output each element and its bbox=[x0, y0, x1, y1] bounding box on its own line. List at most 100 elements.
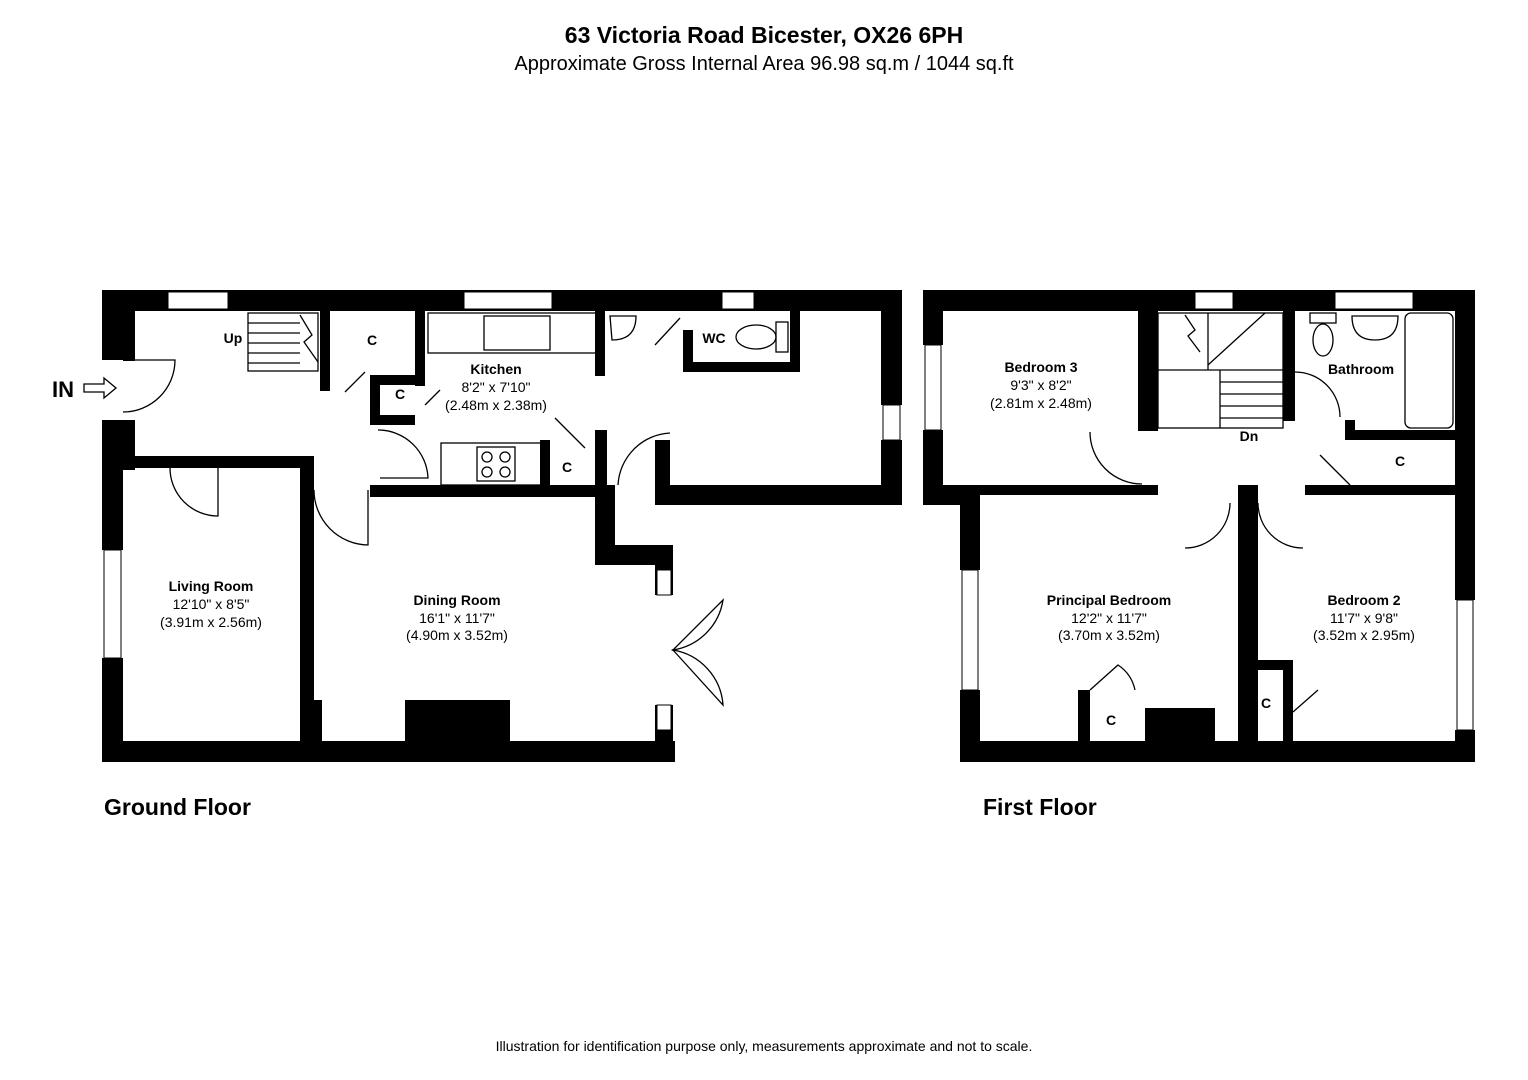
wc-door-swing bbox=[654, 317, 681, 346]
ground-floor-plan: IN Up C C C Kitchen 8'2" x 7'10" (2.48m … bbox=[52, 290, 902, 762]
gf-wall-c2-bottom bbox=[370, 415, 415, 425]
gf-window-rear-2 bbox=[656, 704, 672, 731]
gf-wall-wc-left bbox=[683, 330, 693, 372]
dining-room-metric: (4.90m x 3.52m) bbox=[406, 627, 508, 643]
living-room-metric: (3.91m x 2.56m) bbox=[160, 614, 262, 630]
entrance-arrow-icon bbox=[83, 376, 118, 400]
ff-wall-right-upper bbox=[1455, 290, 1475, 600]
principal-bedroom-name: Principal Bedroom bbox=[1047, 592, 1171, 608]
ff-staircase bbox=[1157, 312, 1284, 429]
cupboard-door-2 bbox=[424, 389, 441, 406]
ff-stairs-label: Dn bbox=[1240, 428, 1259, 444]
front-door-swing bbox=[122, 359, 176, 413]
gf-kitchen-unit bbox=[440, 442, 542, 486]
dining-room-imperial: 16'1" x 11'7" bbox=[419, 610, 495, 626]
bedroom3-metric: (2.81m x 2.48m) bbox=[990, 395, 1092, 411]
gf-window-right bbox=[882, 404, 901, 441]
gf-cupboard-2-label: C bbox=[395, 386, 405, 402]
gf-staircase bbox=[247, 312, 319, 372]
gf-window-3 bbox=[721, 291, 755, 310]
ff-wall-bed3-right bbox=[1138, 311, 1158, 431]
gf-cupboard-1-label: C bbox=[367, 332, 377, 348]
ff-wall-bath-door bbox=[1345, 420, 1355, 440]
bedroom2-name: Bedroom 2 bbox=[1327, 592, 1400, 608]
kitchen-name: Kitchen bbox=[470, 361, 521, 377]
basin-icon bbox=[609, 315, 637, 341]
living-room-name: Living Room bbox=[169, 578, 254, 594]
gf-wall-left-upper bbox=[102, 290, 123, 360]
bedroom2-imperial: 11'7" x 9'8" bbox=[1330, 610, 1398, 626]
gf-wall-cupboard-left bbox=[320, 311, 330, 391]
first-floor-plan: Dn C C C Bedroom 3 9'3" x 8'2" (2.81m x … bbox=[923, 290, 1475, 762]
gf-wall-ext-side bbox=[655, 440, 670, 505]
bedroom3-imperial: 9'3" x 8'2" bbox=[1010, 377, 1071, 393]
ff-cupboard-1-label: C bbox=[1395, 453, 1405, 469]
gf-wall-c2-left bbox=[370, 375, 380, 425]
gf-window-1 bbox=[167, 291, 229, 310]
ff-wall-principal-bed2 bbox=[1238, 485, 1258, 741]
ff-window-left bbox=[924, 344, 942, 431]
ff-cupboard-2-label: C bbox=[1106, 712, 1116, 728]
ff-cupboard-door-1 bbox=[1319, 454, 1351, 486]
dining-room-name: Dining Room bbox=[413, 592, 500, 608]
gf-window-2 bbox=[463, 291, 553, 310]
patio-door-1 bbox=[671, 598, 724, 651]
ff-wall-c1-left bbox=[1078, 690, 1090, 741]
ff-wall-bed3-bottom bbox=[943, 485, 1158, 495]
patio-door-2 bbox=[671, 649, 724, 707]
ff-wall-c2-top bbox=[1250, 660, 1285, 670]
ff-chimney bbox=[1145, 708, 1215, 741]
ff-window-left-2 bbox=[961, 569, 979, 691]
hall-door-swing bbox=[377, 429, 429, 479]
bedroom3-name: Bedroom 3 bbox=[1004, 359, 1077, 375]
rear-door-swing bbox=[617, 432, 671, 486]
ff-wall-right-lower bbox=[1455, 730, 1475, 762]
gf-wall-hall bbox=[123, 311, 135, 361]
principal-door-swing bbox=[1184, 502, 1231, 549]
gf-wall-living-top bbox=[123, 456, 308, 468]
gf-wall-c2-top bbox=[370, 375, 425, 385]
ff-wall-bottom bbox=[960, 741, 1475, 762]
gf-wall-dining-top bbox=[370, 485, 610, 497]
gf-wall-wc-right bbox=[790, 311, 800, 372]
disclaimer-text: Illustration for identification purpose … bbox=[495, 1038, 1033, 1054]
bed3-door-swing bbox=[1089, 431, 1143, 485]
gf-wall-bottom bbox=[102, 741, 675, 762]
ff-cupboard-3-label: C bbox=[1261, 695, 1271, 711]
ground-floor-label: Ground Floor bbox=[104, 794, 251, 820]
gf-window-left bbox=[103, 549, 122, 659]
sink-icon bbox=[483, 315, 551, 351]
gf-wall-left-lower bbox=[102, 658, 123, 762]
kitchen-metric: (2.48m x 2.38m) bbox=[445, 397, 547, 413]
gf-wall-right-upper bbox=[881, 290, 902, 405]
gf-wall-kitchen-side bbox=[595, 430, 607, 485]
wc-label: WC bbox=[702, 330, 725, 346]
principal-bedroom-metric: (3.70m x 3.52m) bbox=[1058, 627, 1160, 643]
gf-wall-pier bbox=[300, 700, 322, 741]
kitchen-imperial: 8'2" x 7'10" bbox=[462, 379, 531, 395]
gf-chimney bbox=[405, 700, 510, 741]
gross-area-subtitle: Approximate Gross Internal Area 96.98 sq… bbox=[514, 53, 1014, 75]
ff-wall-bath-bottom bbox=[1345, 430, 1455, 440]
toilet-icon bbox=[1312, 323, 1334, 357]
page-title: 63 Victoria Road Bicester, OX26 6PH bbox=[564, 22, 964, 48]
gf-window-rear-1 bbox=[656, 569, 672, 596]
gf-stairs-label: Up bbox=[224, 330, 243, 346]
living-door-swing bbox=[169, 467, 219, 517]
ff-window-1 bbox=[1194, 291, 1234, 310]
bedroom2-metric: (3.52m x 2.95m) bbox=[1313, 627, 1415, 643]
ff-wall-left-upper bbox=[923, 290, 943, 345]
cupboard-door-1 bbox=[344, 371, 366, 393]
gf-wall-kitchen-wc bbox=[595, 311, 605, 376]
gf-wall-step-horiz bbox=[595, 545, 673, 565]
bed2-door-swing bbox=[1257, 502, 1304, 549]
gf-wall-c3 bbox=[540, 440, 550, 490]
bath-icon bbox=[1404, 312, 1454, 429]
hob-icon bbox=[476, 446, 516, 482]
basin-icon bbox=[1351, 315, 1399, 341]
dining-door-swing bbox=[313, 489, 369, 546]
ff-window-2 bbox=[1334, 291, 1414, 310]
ff-wall-c2-right bbox=[1283, 660, 1293, 741]
ff-wall-left-b bbox=[960, 485, 980, 570]
